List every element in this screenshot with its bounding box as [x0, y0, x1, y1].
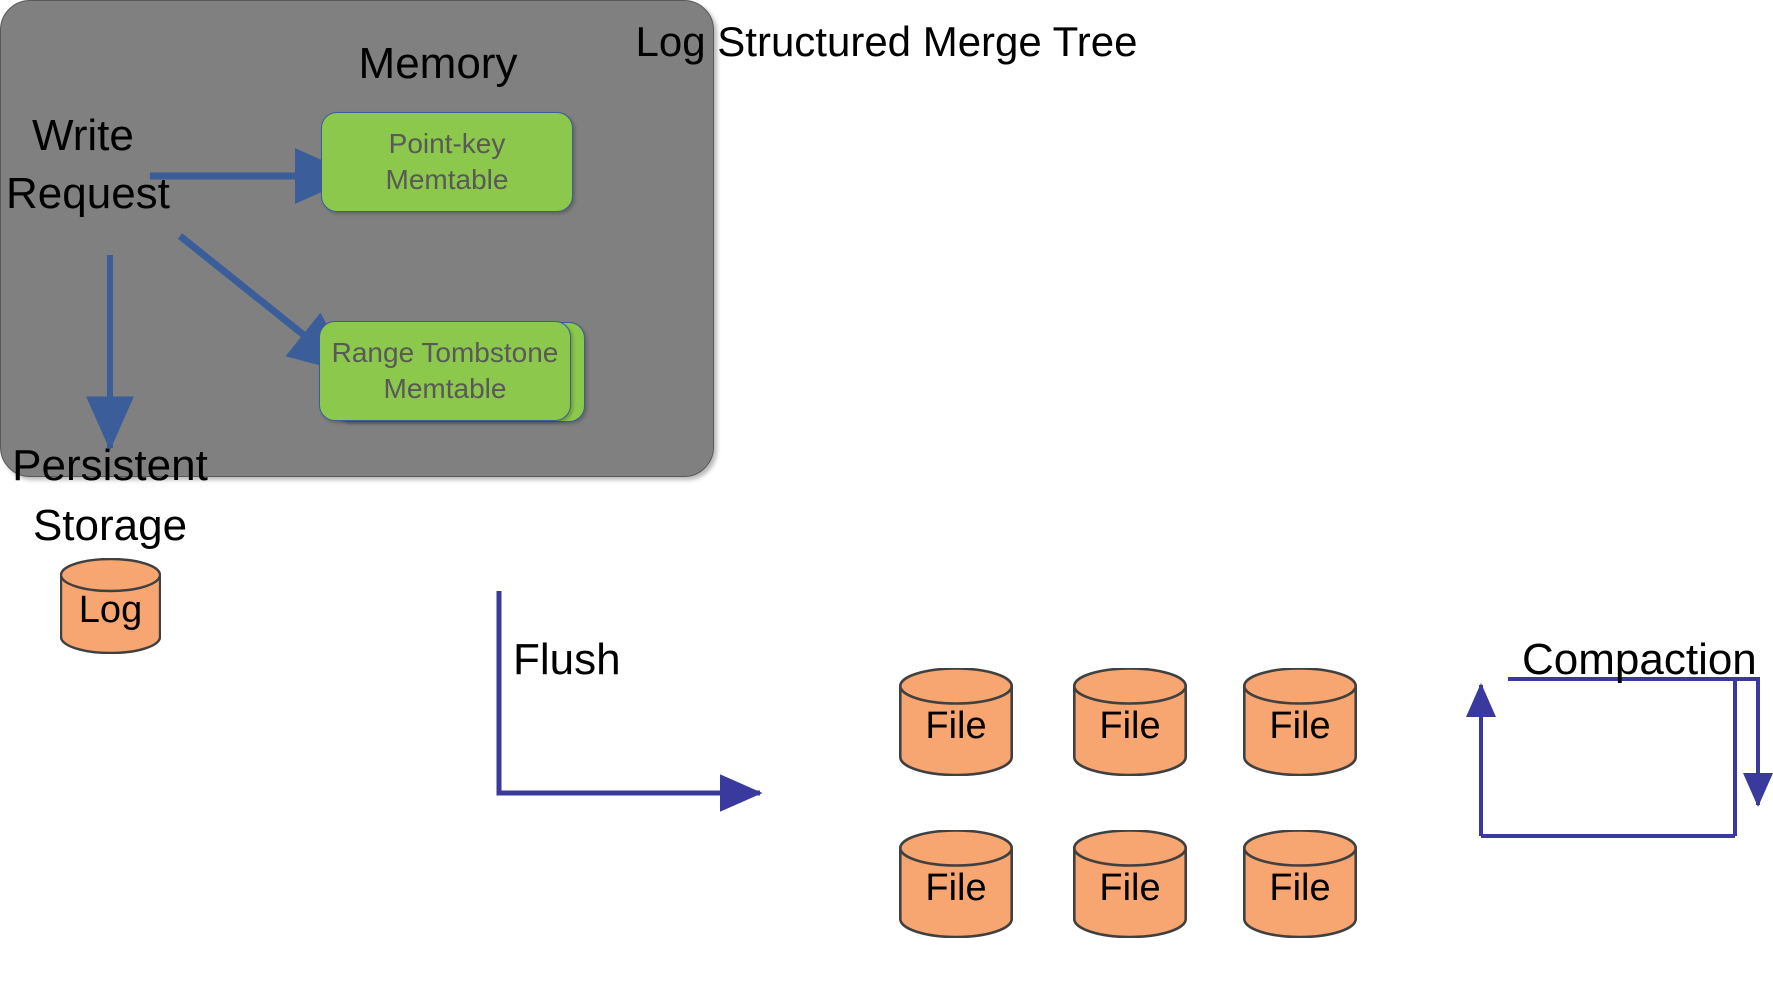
cylinder-shape: [1243, 668, 1357, 776]
lsm-file-label: File: [925, 866, 987, 909]
write-request-label-line1: Write: [32, 111, 134, 160]
range-tombstone-memtable-label-line2: Memtable: [383, 373, 507, 404]
lsm-file-label: File: [1099, 704, 1161, 747]
cylinder-shape: [899, 830, 1013, 938]
lsm-file-cylinder-5[interactable]: File: [1073, 830, 1187, 938]
write-request-label-line2: Request: [6, 169, 170, 218]
log-cylinder[interactable]: Log: [60, 558, 161, 654]
flush-label: Flush: [513, 635, 621, 684]
persistent-storage-label-line2: Storage: [32, 501, 188, 550]
lsm-file-cylinder-4[interactable]: File: [899, 830, 1013, 938]
range-tombstone-memtable-label-line1: Range Tombstone: [331, 336, 559, 368]
lsm-file-label: File: [1099, 866, 1161, 909]
log-cylinder-label: Log: [78, 588, 143, 631]
lsm-file-label: File: [1269, 866, 1331, 909]
range-tombstone-memtable-box[interactable]: Range Tombstone Memtable: [319, 321, 571, 421]
lsm-file-cylinder-3[interactable]: File: [1243, 668, 1357, 776]
cylinder-shape: [1243, 830, 1357, 938]
point-key-memtable-box[interactable]: Point-key Memtable: [321, 112, 573, 212]
lsm-file-cylinder-1[interactable]: File: [899, 668, 1013, 776]
memory-label: Memory: [358, 39, 518, 88]
lsm-tree-title: Log Structured Merge Tree: [635, 18, 1138, 65]
cylinder-shape: [60, 558, 161, 654]
lsm-file-cylinder-6[interactable]: File: [1243, 830, 1357, 938]
lsm-file-label: File: [925, 704, 987, 747]
point-key-memtable-label-line2: Memtable: [385, 164, 509, 195]
arrow-flush: [496, 591, 763, 812]
cylinder-shape: [1073, 830, 1187, 938]
cylinder-shape: [899, 668, 1013, 776]
compaction-label: Compaction: [1522, 635, 1757, 684]
lsm-file-cylinder-2[interactable]: File: [1073, 668, 1187, 776]
lsm-file-label: File: [1269, 704, 1331, 747]
point-key-memtable-label-line1: Point-key: [388, 127, 506, 159]
cylinder-shape: [1073, 668, 1187, 776]
persistent-storage-label-line1: Persistent: [12, 441, 208, 490]
arrow-compaction-loop: [1466, 677, 1773, 838]
